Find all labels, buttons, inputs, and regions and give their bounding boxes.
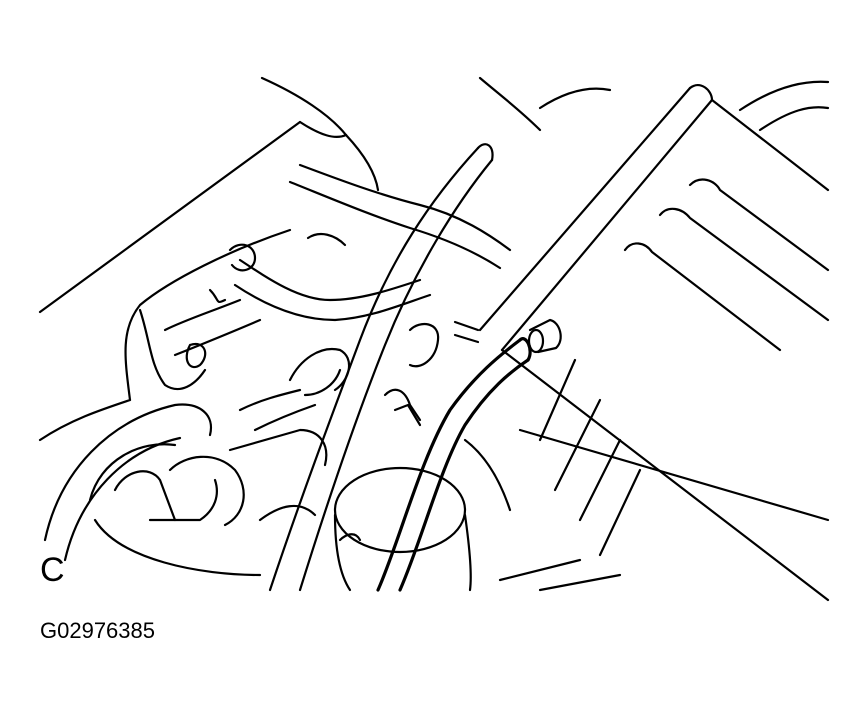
hose-nipple (527, 318, 562, 354)
vsv-valve (238, 347, 351, 432)
left-body-panel (38, 76, 348, 442)
upper-hose (288, 76, 612, 270)
bracket (383, 320, 480, 427)
lower-left-assembly (43, 403, 328, 577)
view-label: C (40, 551, 65, 589)
center-vacuum-hose (268, 143, 494, 592)
left-hose (138, 232, 432, 391)
air-cleaner-box (478, 80, 830, 602)
lower-body-lines (498, 558, 622, 592)
figure-code: G02976385 (40, 618, 155, 643)
charcoal-canister (333, 438, 512, 592)
